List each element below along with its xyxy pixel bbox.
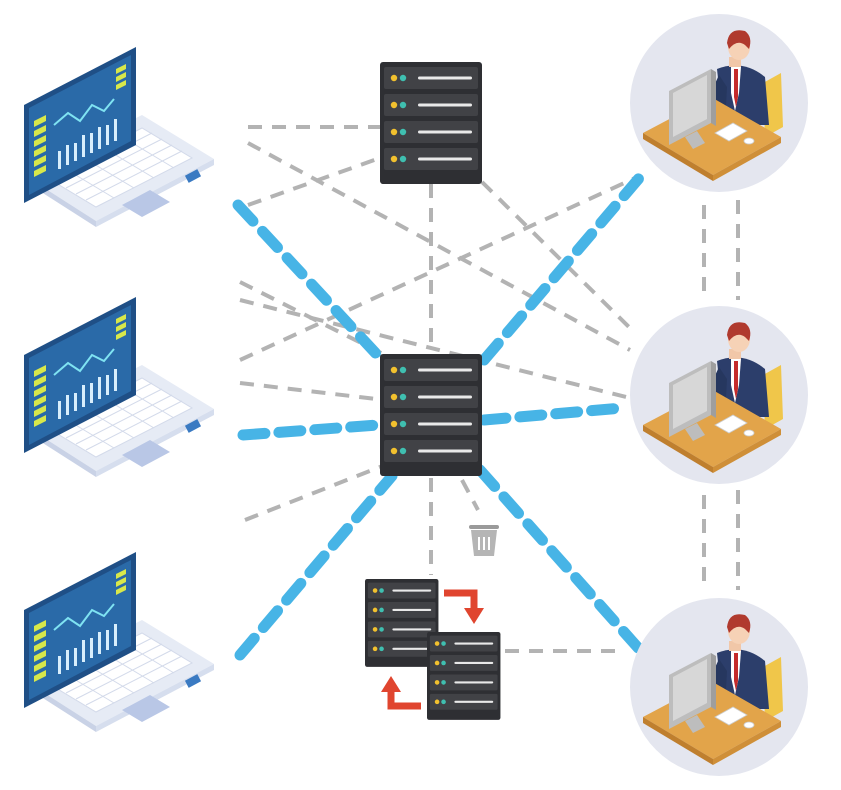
- primary-link-laptop1-hub: [232, 199, 388, 366]
- link-laptop2-hub-b: [239, 381, 386, 402]
- primary-link-laptop2-hub: [237, 419, 384, 441]
- replicated-servers: [365, 579, 501, 720]
- trash-icon: [468, 524, 500, 557]
- secondary-links: [239, 125, 740, 653]
- primary-link-hub-user2: [478, 402, 628, 426]
- primary-link-hub-user3: [474, 464, 646, 656]
- primary-links: [232, 164, 652, 661]
- server-hub-icon: [380, 354, 482, 476]
- link-laptop2-user2: [239, 298, 631, 400]
- link-hub-trash: [460, 479, 480, 511]
- user-workstation-icon: [629, 597, 809, 777]
- laptop-icon: [23, 296, 215, 478]
- link-laptop3-hub: [244, 463, 386, 522]
- sync-arrows-icon: [381, 589, 484, 710]
- laptop-icon: [23, 46, 215, 228]
- laptop-icon: [23, 551, 215, 733]
- primary-link-hub-user1: [478, 164, 652, 366]
- link-laptop1-user3: [247, 141, 631, 352]
- user-workstation-icon: [629, 13, 809, 193]
- backup-server-b-icon: [427, 632, 501, 720]
- link-server-top-user2: [480, 180, 634, 332]
- link-laptop2-user1: [239, 176, 636, 362]
- user-workstation-icon: [629, 305, 809, 485]
- server-top-icon: [380, 62, 482, 184]
- primary-link-laptop3-hub: [234, 470, 398, 661]
- link-laptop1-server-top-b: [247, 156, 381, 207]
